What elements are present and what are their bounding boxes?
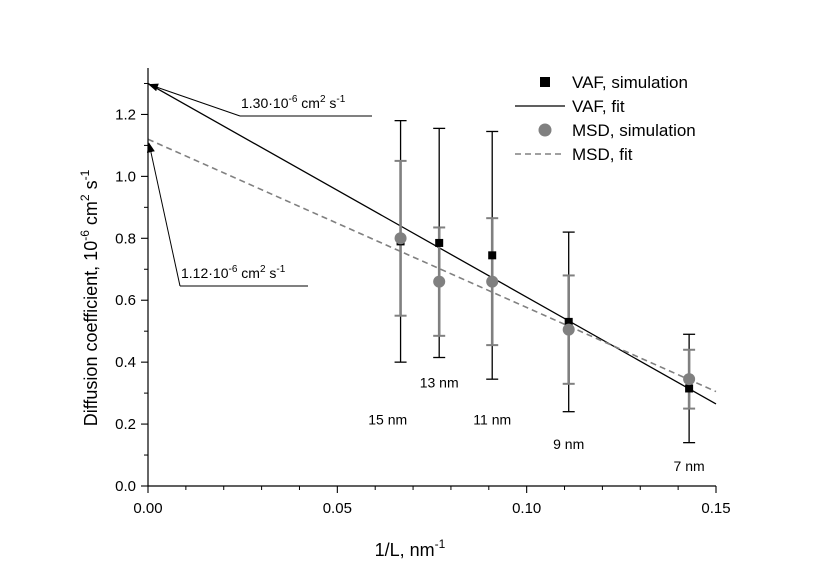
msd-point	[433, 275, 446, 288]
x-tick-label: 0.00	[133, 500, 162, 517]
y-tick-label: 0.4	[115, 354, 136, 371]
vaf-point	[685, 384, 694, 393]
vaf-point	[435, 238, 444, 247]
x-tick-label: 0.15	[701, 500, 730, 517]
x-axis-title: 1/L, nm-1	[375, 537, 446, 560]
msd-point	[683, 373, 696, 386]
annotation-label: 1.30·10-6 cm2 s-1	[241, 94, 346, 111]
annotations: 1.30·10-6 cm2 s-1 1.12·10-6 cm2 s-1	[147, 83, 372, 287]
annotation-arrow	[147, 142, 181, 287]
msd-fit-line	[147, 138, 717, 393]
vaf-point	[488, 251, 497, 260]
y-tick-label: 0.2	[115, 416, 136, 433]
size-labels: 15 nm 13 nm 11 nm 9 nm 7 nm	[368, 374, 704, 474]
legend-label: MSD, fit	[572, 145, 633, 164]
msd-point	[562, 323, 575, 336]
annotation-arrow	[148, 83, 241, 117]
legend-label: VAF, fit	[572, 97, 625, 116]
vaf-point	[564, 317, 573, 326]
size-label: 13 nm	[420, 374, 459, 390]
x-tick-label: 0.05	[323, 500, 352, 517]
size-label: 7 nm	[674, 458, 705, 474]
legend-swatch-square	[540, 77, 550, 87]
x-tick-label: 0.10	[512, 500, 541, 517]
fit-lines	[147, 82, 717, 405]
axes: 0.00 0.05 0.10 0.15 0.0 0.2 0.4 0.6 0.8 1.0 1.2	[115, 68, 731, 517]
y-tick-label: 1.0	[115, 168, 136, 185]
legend-swatch-circle	[538, 123, 552, 137]
annotation-label: 1.12·10-6 cm2 s-1	[181, 264, 286, 281]
legend-label: MSD, simulation	[572, 121, 696, 140]
vaf-fit-line	[147, 82, 717, 405]
legend-label: VAF, simulation	[572, 73, 688, 92]
y-tick-label: 0.0	[115, 478, 136, 495]
msd-point	[394, 232, 407, 245]
data-markers	[394, 232, 696, 393]
y-tick-label: 0.6	[115, 292, 136, 309]
msd-point	[486, 275, 499, 288]
y-tick-label: 1.2	[115, 106, 136, 123]
y-axis-title: Diffusion coefficient, 10-6 cm2 s-1	[78, 169, 101, 426]
y-tick-label: 0.8	[115, 230, 136, 247]
size-label: 15 nm	[368, 411, 407, 427]
size-label: 9 nm	[553, 436, 584, 452]
size-label: 11 nm	[473, 411, 511, 427]
